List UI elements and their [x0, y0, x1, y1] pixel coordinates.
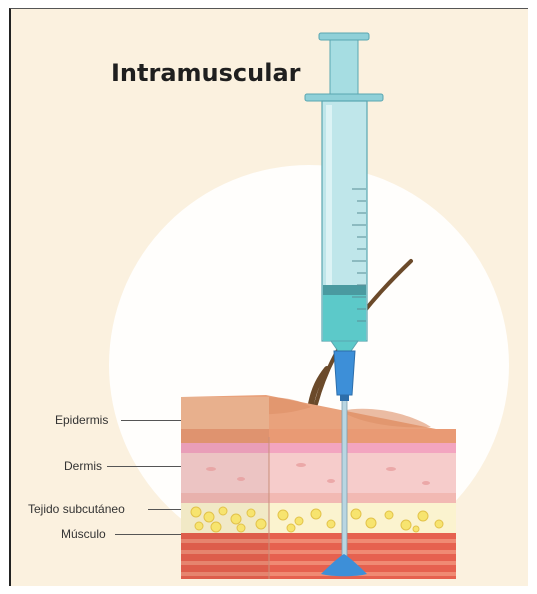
needle-hub: [334, 351, 355, 395]
diagram-title: Intramuscular: [111, 59, 300, 87]
diagram-frame: Intramuscular Epidermis Dermis Tejido su…: [9, 8, 528, 586]
injection-diagram: [11, 9, 528, 586]
needle-icon: [342, 399, 347, 569]
label-dermis: Dermis: [64, 459, 102, 473]
skin-block: [181, 395, 456, 579]
leader-subcutaneous: [148, 509, 181, 510]
leader-dermis: [107, 466, 181, 467]
leader-muscle: [115, 534, 181, 535]
label-muscle: Músculo: [61, 527, 106, 541]
label-subcutaneous: Tejido subcutáneo: [28, 502, 125, 516]
label-epidermis: Epidermis: [55, 413, 108, 427]
leader-epidermis: [121, 420, 181, 421]
